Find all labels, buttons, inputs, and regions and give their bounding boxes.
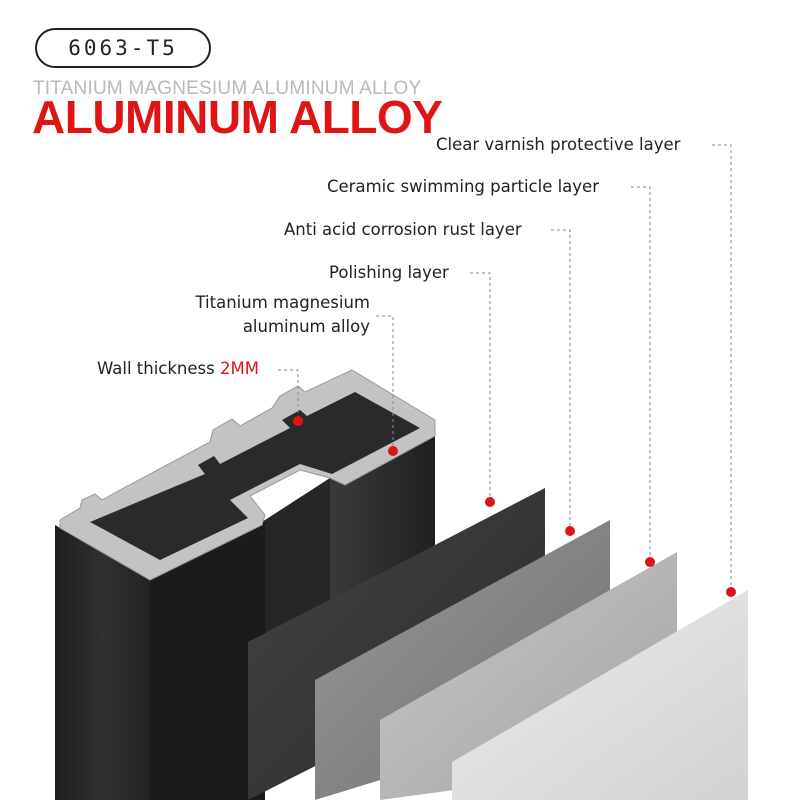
page-title: ALUMINUM ALLOY — [32, 91, 443, 143]
wall-thickness-leader — [278, 369, 299, 416]
ceramic-leader — [631, 186, 651, 557]
polishing-label: Polishing layer — [329, 263, 449, 282]
polishing-marker — [485, 497, 495, 507]
clear-varnish-label: Clear varnish protective layer — [436, 135, 681, 154]
alloy-label-line2: aluminum alloy — [242, 317, 370, 336]
anti-acid-marker — [565, 526, 575, 536]
anti-acid-leader — [551, 229, 571, 526]
alloy-label-line1: Titanium magnesium — [195, 293, 370, 312]
profile-hollow — [90, 392, 420, 560]
subtitle: TITANIUM MAGNESIUM ALUMINUM ALLOY — [33, 78, 422, 99]
wall-thickness-value: 2MM — [219, 359, 259, 378]
ceramic-label: Ceramic swimming particle layer — [327, 177, 599, 196]
coating-layers — [248, 488, 748, 800]
wall-thickness-marker — [293, 416, 303, 426]
clear-varnish-marker — [726, 587, 736, 597]
alloy-leader — [376, 315, 394, 446]
grade-badge-text: 6063-T5 — [68, 36, 178, 60]
alloy-marker — [388, 446, 398, 456]
polishing-leader — [470, 272, 491, 497]
ceramic-marker — [645, 557, 655, 567]
profile-inner-face — [150, 520, 265, 800]
alloy-label: Titanium magnesium aluminum alloy — [170, 291, 370, 339]
wall-thickness-label: Wall thickness 2MM — [97, 357, 259, 381]
clear-varnish-leader — [712, 144, 732, 587]
clear-varnish-layer-sheet — [452, 590, 748, 800]
wall-thickness-prefix: Wall thickness — [97, 359, 220, 378]
anti-acid-label: Anti acid corrosion rust layer — [284, 220, 522, 239]
leader-lines — [278, 144, 732, 587]
profile-front-face — [55, 525, 150, 800]
grade-badge: 6063-T5 — [35, 28, 211, 68]
